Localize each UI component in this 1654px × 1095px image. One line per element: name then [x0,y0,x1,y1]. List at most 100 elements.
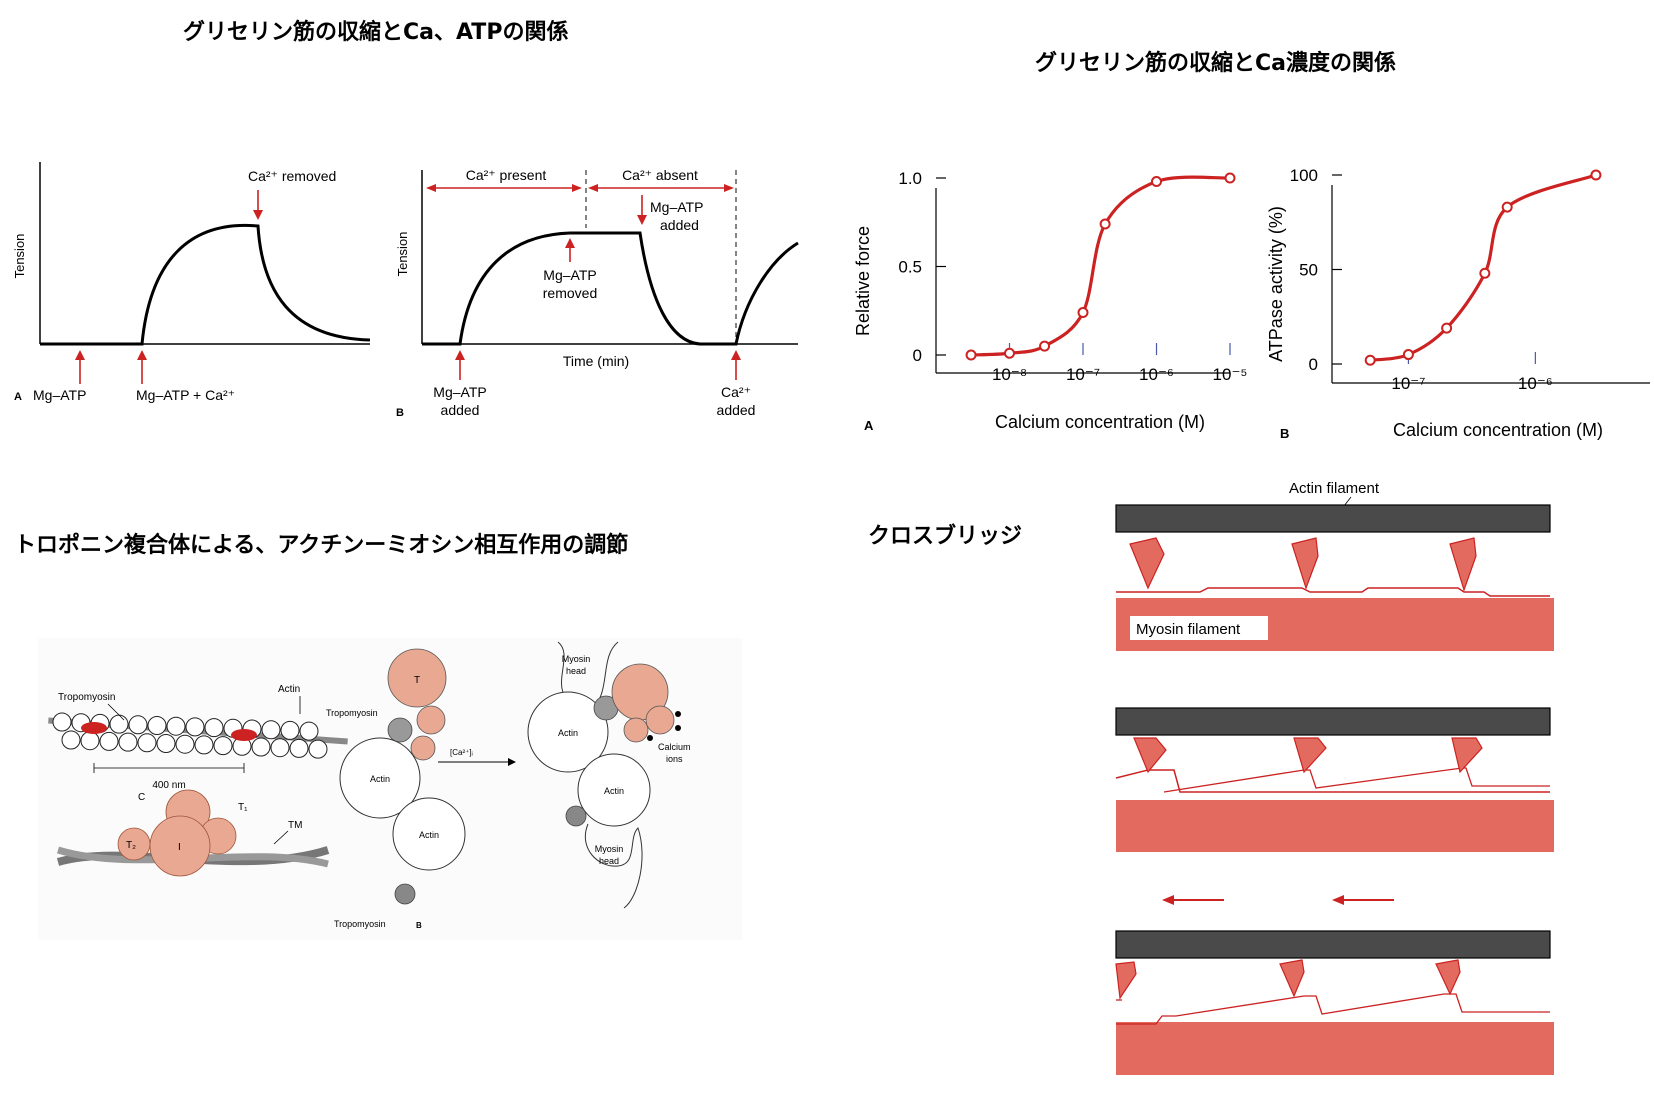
x-tick-label: 10⁻⁵ [1213,365,1248,384]
label-ca-up: [Ca²⁺]ᵢ [450,748,473,757]
ca-chart-b-curve [1369,173,1597,362]
y-tick-label: 50 [1299,261,1318,280]
ca-chart-b-ylabel: ATPase activity (%) [1266,206,1286,362]
x-tick-label: 10⁻⁶ [1139,365,1174,384]
label-tropomyosin: Tropomyosin [58,692,115,703]
myosin-filament [1116,800,1554,852]
tension-a-ca-removed: Ca²⁺ removed [248,168,336,184]
y-tick-label: 0.5 [898,258,922,277]
ca-chart-a: Relative force Calcium concentration (M)… [853,169,1247,433]
crossbridge-head [1449,537,1477,592]
x-tick-label: 10⁻⁶ [1518,374,1553,393]
actin-bead [80,731,100,751]
y-tick-label: 0 [1309,355,1318,374]
tension-b-curve [422,231,799,346]
crossbridge-head [1291,537,1319,590]
data-point [1441,322,1453,334]
actin-bead [128,715,148,735]
tension-b-xlabel: Time (min) [563,353,629,369]
ca-chart-b-letter: B [1280,426,1289,441]
low-calcium-schematic: T Tropomyosin Actin Actin Tropomyosin B … [326,648,516,930]
tension-b-ca-absent: Ca²⁺ absent [622,167,698,183]
ca-chart-b-xlabel: Calcium concentration (M) [1393,420,1603,440]
actin-bead [118,732,138,752]
tension-b-mg-atp-added-1: Mg–ATP [433,384,486,400]
ca-chart-a-curve [970,175,1231,357]
actin-bead [280,720,300,740]
tension-panel: Tension A Mg–ATP Mg–ATP + Ca²⁺ Ca²⁺ remo… [0,150,800,440]
actin-bead [261,720,281,740]
actin-bead [175,734,195,754]
tension-b-letter: B [396,407,404,419]
title-crossbridge: クロスブリッジ [868,524,1023,549]
tension-b-mg-atp-added-2: added [441,402,480,418]
tension-b-ca-present: Ca²⁺ present [466,167,547,183]
ca-chart-a-ylabel: Relative force [853,226,873,336]
actin-bead [52,712,72,732]
crossbridge-head [1293,737,1327,774]
tension-a-mg-atp-ca: Mg–ATP + Ca²⁺ [136,387,235,403]
label-calcium-ions-1: Calcium [658,742,691,752]
actin-bead [299,721,319,741]
actin-bead [308,739,328,759]
actin-bead [270,738,290,758]
data-point [1077,307,1089,319]
tension-b-ca-added-1: Ca²⁺ [721,384,751,400]
actin-bead [137,733,157,753]
label-myosin-head-2b: head [599,856,619,866]
crossbridge-head [1451,737,1483,774]
label-myosin-filament: Myosin filament [1136,621,1241,638]
tension-panel-b: Tension Ca²⁺ present Ca²⁺ absent Mg–ATP … [395,167,799,419]
actin-bead [99,731,119,751]
tension-b-ylabel: Tension [395,232,410,277]
actin-bead [185,717,205,737]
actin-bead [289,738,309,758]
tension-a-letter: A [14,391,22,403]
tension-b-mg-atp-removed-1: Mg–ATP [543,267,596,283]
x-tick-label: 10⁻⁷ [1391,374,1425,393]
tension-b-ca-added-2: added [717,402,756,418]
ca-charts-panel: Relative force Calcium concentration (M)… [850,160,1654,460]
actin-filament [1115,504,1551,533]
data-point [1004,347,1015,359]
actin-bead [156,734,176,753]
data-point [1039,340,1051,352]
label-t: T [414,675,420,686]
crossbridge-row-1: Myosin filament [1115,504,1554,651]
actin-bead [251,737,271,757]
label-actin-3: Actin [419,830,439,840]
label-400nm: 400 nm [152,780,185,791]
actin-bead [204,718,224,738]
label-actin-filament: Actin filament [1289,480,1380,497]
myosin-filament [1116,1022,1554,1075]
label-myosin-head-1: Myosin [562,654,591,664]
tension-a-curve [40,223,371,346]
data-point [1402,349,1414,361]
actin-bead [61,730,81,750]
label-panel-b: B [416,921,422,930]
label-tm: TM [288,820,302,831]
crossbridge-row-3 [1115,895,1554,1075]
tension-panel-a: Tension A Mg–ATP Mg–ATP + Ca²⁺ Ca²⁺ remo… [12,162,371,403]
troponin-marker [231,729,257,741]
data-point [1501,201,1513,213]
actin-bead [194,735,214,755]
label-t1: T₁ [238,802,248,813]
troponin-panel: Tropomyosin Actin 400 nm C T₁ T₂ I TM T … [38,638,742,940]
y-tick-label: 0 [913,346,922,365]
label-myosin-head-2: Myosin [595,844,624,854]
actin-bead [147,716,167,735]
data-point [1364,354,1376,366]
troponin-marker [81,722,107,734]
ca-chart-a-xlabel: Calcium concentration (M) [995,412,1205,432]
crossbridge-head [1129,537,1165,590]
data-point [1590,169,1602,181]
label-actin: Actin [278,684,300,695]
ca-chart-b: ATPase activity (%) Calcium concentratio… [1266,166,1650,441]
label-i: I [178,842,181,853]
label-tropomyosin-3: Tropomyosin [334,919,386,929]
label-t2: T₂ [126,840,136,851]
actin-bead [166,716,186,736]
actin-filament [1115,707,1551,736]
y-tick-label: 1.0 [898,169,922,188]
